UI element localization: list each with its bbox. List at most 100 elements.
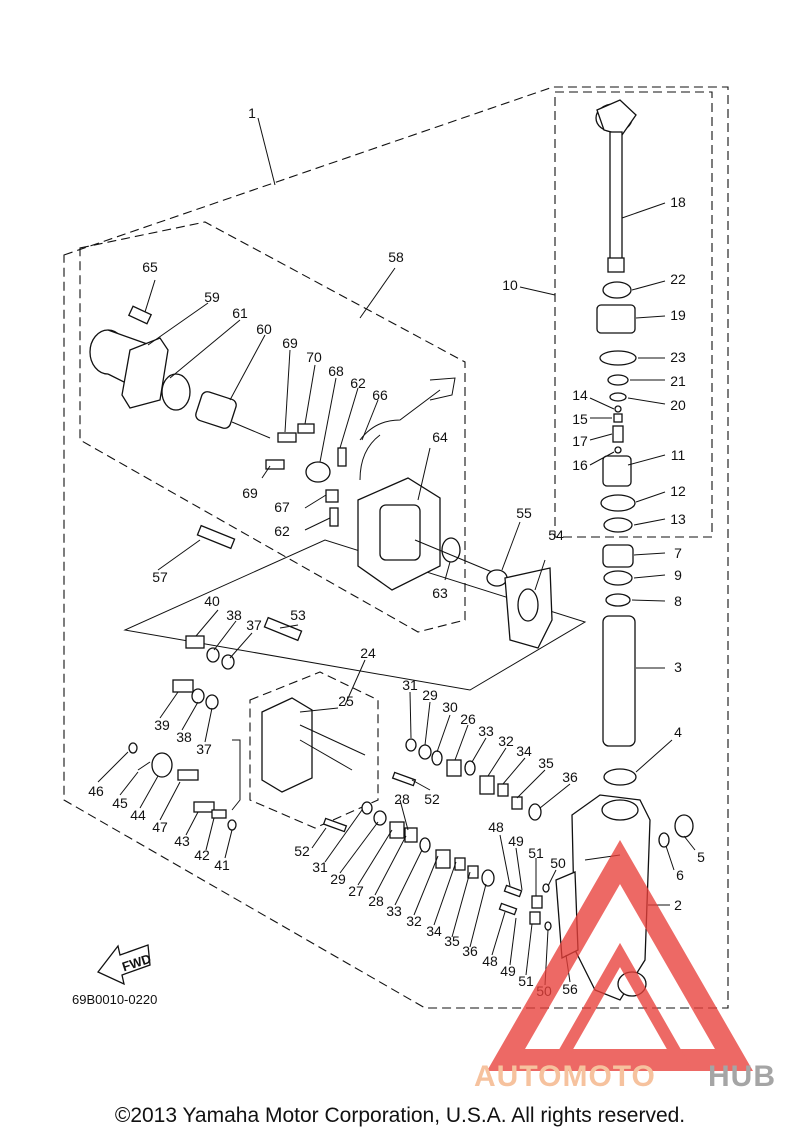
ball-14 [614, 405, 622, 413]
callout-69: 69 [242, 485, 258, 501]
bolt-69b [265, 459, 285, 470]
assembly-boundary-1 [63, 86, 729, 1009]
callout-numbers: 1581018221923212014151716111213798345625… [88, 105, 705, 999]
pin-15 [613, 413, 623, 423]
pin-52a [391, 771, 417, 787]
callout-55: 55 [516, 505, 532, 521]
o-ring-23 [599, 350, 637, 366]
callout-48: 48 [488, 819, 504, 835]
callout-36: 36 [462, 943, 478, 959]
spring-28 [404, 827, 418, 843]
pin-48a [503, 884, 523, 898]
callout-53: 53 [290, 607, 306, 623]
valve-block-25 [261, 697, 366, 793]
ring-21 [607, 374, 629, 386]
callout-67: 67 [274, 499, 290, 515]
washer-29a [418, 744, 432, 760]
plug-5 [674, 814, 694, 838]
callout-23: 23 [670, 349, 686, 365]
brush-67 [325, 489, 339, 503]
ball-50b [544, 921, 552, 931]
callout-58: 58 [388, 249, 404, 265]
valve-32b [435, 849, 451, 869]
callout-11: 11 [671, 447, 686, 463]
callout-62: 62 [274, 523, 290, 539]
ball-16 [614, 446, 622, 454]
ball-41 [227, 819, 237, 831]
callout-63: 63 [432, 585, 448, 601]
pin-48b [498, 902, 518, 916]
callout-18: 18 [670, 194, 686, 210]
callout-38: 38 [226, 607, 242, 623]
o-ring-8 [605, 593, 631, 607]
fwd-arrow-icon: FWD [96, 944, 153, 986]
ring-33b [419, 837, 431, 853]
callout-65: 65 [142, 259, 158, 275]
spring-35b [467, 865, 479, 879]
callout-3: 3 [674, 659, 682, 675]
washer-36b [481, 869, 495, 887]
callout-40: 40 [204, 593, 220, 609]
spring-62a [337, 447, 347, 467]
callout-25: 25 [338, 693, 354, 709]
spring-26 [446, 759, 462, 777]
callout-49: 49 [500, 963, 516, 979]
watermark-triangle-inner [549, 942, 691, 1066]
callout-13: 13 [670, 511, 686, 527]
callout-52: 52 [294, 843, 310, 859]
bolt-69a [277, 432, 297, 443]
callout-29: 29 [330, 871, 346, 887]
callout-16: 16 [572, 457, 588, 473]
spring-34a [497, 783, 509, 797]
oil-seal-63 [441, 537, 461, 563]
watermark-word-a: AUTOMOTO [474, 1060, 656, 1093]
washer-37b [205, 694, 219, 710]
callout-26: 26 [460, 711, 476, 727]
callout-33: 33 [478, 723, 494, 739]
copyright-notice: ©2013 Yamaha Motor Corporation, U.S.A. A… [114, 1104, 686, 1127]
callout-37: 37 [196, 741, 212, 757]
ring-33a [464, 760, 476, 776]
callout-5: 5 [697, 849, 705, 865]
callout-15: 15 [572, 411, 588, 427]
callout-31: 31 [402, 677, 418, 693]
callout-54: 54 [548, 527, 564, 543]
washer-36a [528, 803, 542, 821]
screw-57 [196, 524, 236, 550]
callout-14: 14 [572, 387, 588, 403]
spring-35a [511, 796, 523, 810]
callout-35: 35 [444, 933, 460, 949]
callout-59: 59 [204, 289, 220, 305]
callout-49: 49 [508, 833, 524, 849]
callout-22: 22 [670, 271, 686, 287]
motor-cover-part [89, 329, 169, 409]
spring-17 [612, 425, 624, 443]
callout-1: 1 [248, 105, 256, 121]
callout-47: 47 [152, 819, 168, 835]
valve-32a [479, 775, 495, 795]
spring-34b [454, 857, 466, 871]
callout-27: 27 [348, 883, 364, 899]
callout-62: 62 [350, 375, 366, 391]
callout-69: 69 [282, 335, 298, 351]
o-ring-6 [658, 832, 670, 848]
o-ring-61 [161, 373, 191, 411]
callout-8: 8 [674, 593, 682, 609]
callout-31: 31 [312, 859, 328, 875]
callout-32: 32 [406, 913, 422, 929]
cap-22 [602, 281, 632, 299]
pump-boundary [123, 539, 587, 691]
callout-70: 70 [306, 349, 322, 365]
callout-35: 35 [538, 755, 554, 771]
armature-part [195, 391, 271, 439]
ring-13 [603, 517, 633, 533]
callout-12: 12 [670, 483, 686, 499]
callout-30: 30 [442, 699, 458, 715]
callout-37: 37 [246, 617, 262, 633]
spring-47 [177, 769, 199, 781]
callout-17: 17 [572, 433, 588, 449]
callout-51: 51 [518, 973, 534, 989]
callout-20: 20 [670, 397, 686, 413]
callout-50: 50 [550, 855, 566, 871]
